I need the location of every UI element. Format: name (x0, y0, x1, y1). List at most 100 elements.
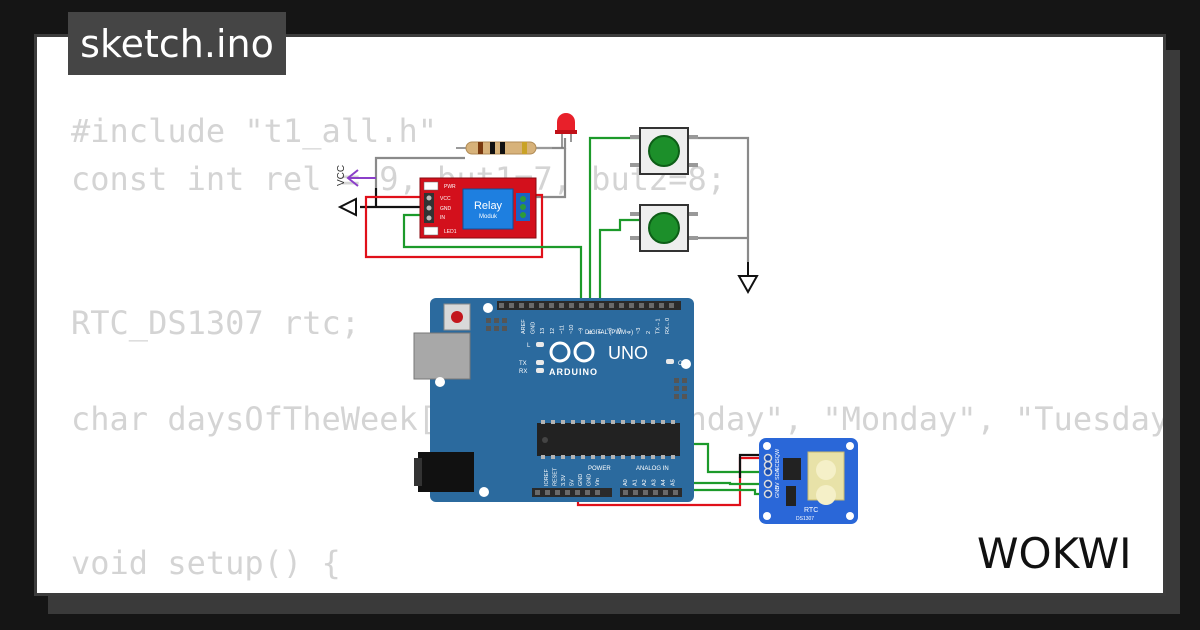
chip-pin (561, 420, 565, 424)
relay-subtitle: Moduk (479, 214, 498, 220)
analog-header (620, 488, 682, 497)
digital-pin-label: 7 (598, 331, 604, 334)
gnd-symbol-right (737, 275, 759, 295)
gnd-symbol-left (337, 197, 357, 217)
chip-pin (551, 420, 555, 424)
relay-pin-vcc: VCC (440, 196, 451, 202)
digital-pin-socket (589, 303, 594, 308)
pushbutton-2[interactable] (630, 204, 698, 252)
led-label-l: L (527, 343, 531, 349)
analog-pin-socket (673, 490, 678, 495)
chip-pin (601, 455, 605, 459)
digital-pin-socket (549, 303, 554, 308)
code-line: pinMode(rel, OUTPUT); (71, 592, 515, 593)
relay-pin-gnd: GND (440, 206, 452, 212)
digital-pin-label: 8 (588, 331, 594, 334)
wire-relay-power (364, 193, 544, 259)
chip-pin (631, 420, 635, 424)
resistor (456, 141, 552, 155)
code-line: #include "t1_all.h" (71, 112, 438, 150)
chip-pin (631, 455, 635, 459)
analog-pin-label: A3 (652, 479, 658, 486)
code-line: RTC_DS1307 rtc; (71, 304, 360, 342)
led-label-tx: TX (519, 361, 527, 367)
digital-pin-socket (529, 303, 534, 308)
rtc-title: RTC (804, 507, 818, 514)
digital-pin-label: 13 (540, 328, 546, 334)
chip-pin (541, 420, 545, 424)
chip-pin (591, 455, 595, 459)
wire-button1 (588, 136, 640, 305)
relay-title: Relay (474, 200, 503, 212)
analog-pin-label: A1 (633, 479, 639, 486)
chip-pin (651, 420, 655, 424)
pushbutton-1[interactable] (630, 127, 698, 175)
power-pin-socket (595, 490, 600, 495)
arduino-infinity-logo (549, 341, 595, 363)
wire-button1-gnd (688, 136, 750, 262)
red-led (555, 113, 577, 148)
digital-pin-label: RX←0 (665, 318, 671, 334)
power-pin-label: Vin (595, 478, 601, 486)
chip-pin (641, 455, 645, 459)
vcc-symbol: VCC (336, 165, 376, 187)
analog-pin-label: A5 (671, 479, 677, 486)
digital-pin-label: ~11 (559, 325, 565, 334)
power-pin-socket (545, 490, 550, 495)
chip-pin (611, 455, 615, 459)
analog-pin-socket (663, 490, 668, 495)
rtc-pin-label: GND (775, 486, 781, 498)
power-pin-label: GND (587, 474, 593, 486)
analog-label: ANALOG IN (636, 466, 669, 472)
sketch-file-tab[interactable]: sketch.ino (68, 12, 286, 75)
digital-pin-label: 12 (550, 328, 556, 334)
digital-pin-label: GND (531, 322, 537, 334)
digital-pin-socket (599, 303, 604, 308)
digital-pin-label: ~3 (636, 328, 642, 334)
digital-pin-socket (609, 303, 614, 308)
power-pin-socket (555, 490, 560, 495)
power-pin-label: 5V (570, 479, 576, 486)
power-pin-label: GND (578, 474, 584, 486)
digital-pin-socket (659, 303, 664, 308)
atmega-chip (537, 423, 680, 456)
chip-pin (601, 420, 605, 424)
digital-pin-socket (619, 303, 624, 308)
rtc-pin-label: SCL (775, 460, 781, 471)
analog-pin-label: A0 (623, 479, 629, 486)
digital-label: DIGITAL (PWM ~) (585, 330, 633, 336)
chip-pin (661, 455, 665, 459)
vcc-label: VCC (336, 165, 347, 186)
power-pin-socket (535, 490, 540, 495)
wokwi-logo: WOKWI (977, 529, 1132, 578)
digital-pin-label: ~9 (579, 328, 585, 334)
rtc-pin-label: SQW (775, 448, 781, 462)
wire-button2 (598, 218, 640, 305)
digital-pin-socket (559, 303, 564, 308)
analog-pin-socket (633, 490, 638, 495)
analog-pin-label: A2 (642, 479, 648, 486)
power-label: POWER (588, 466, 611, 472)
digital-pin-label: ~5 (617, 328, 623, 334)
chip-pin (561, 455, 565, 459)
chip-pin (541, 455, 545, 459)
digital-pin-socket (579, 303, 584, 308)
digital-pin-socket (499, 303, 504, 308)
digital-pin-label: ~6 (607, 328, 613, 334)
analog-pin-socket (653, 490, 658, 495)
power-pin-socket (565, 490, 570, 495)
digital-pin-label: 4 (627, 331, 633, 334)
chip-pin (641, 420, 645, 424)
arduino-brand: ARDUINO (549, 367, 598, 377)
chip-pin (621, 420, 625, 424)
digital-pin-label: TX→1 (655, 318, 661, 334)
led-label-on: ON (678, 361, 687, 367)
relay-module: PWR VCC GND IN LED1 Relay Moduk (419, 177, 537, 239)
chip-pin (581, 420, 585, 424)
chip-pin (621, 455, 625, 459)
digital-pin-socket (649, 303, 654, 308)
digital-pin-socket (519, 303, 524, 308)
chip-pin (651, 455, 655, 459)
